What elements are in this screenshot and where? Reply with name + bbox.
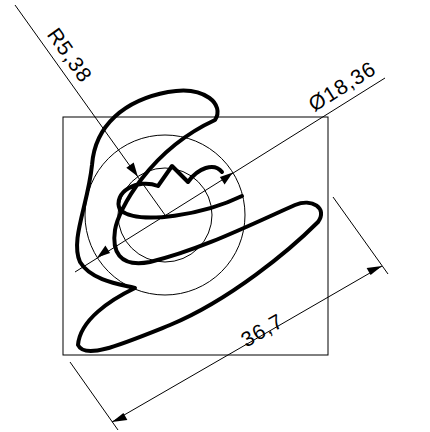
- arrowhead: [220, 173, 233, 185]
- arrowhead: [367, 266, 382, 275]
- extension-line: [333, 197, 388, 274]
- extension-line: [70, 362, 118, 430]
- dimension-line: [112, 266, 382, 422]
- dimension-label: R5,38: [44, 24, 96, 86]
- bounding-rectangle: [63, 117, 328, 355]
- diameter-line: [75, 78, 385, 272]
- arrowhead: [126, 163, 138, 177]
- dimension-label: 36,7: [237, 310, 286, 351]
- freehand-shape: [77, 91, 321, 352]
- dimension-label: Ø18,36: [305, 57, 380, 114]
- arrowhead: [97, 246, 110, 258]
- arrowhead: [112, 413, 127, 422]
- radius-leader: [15, 5, 165, 215]
